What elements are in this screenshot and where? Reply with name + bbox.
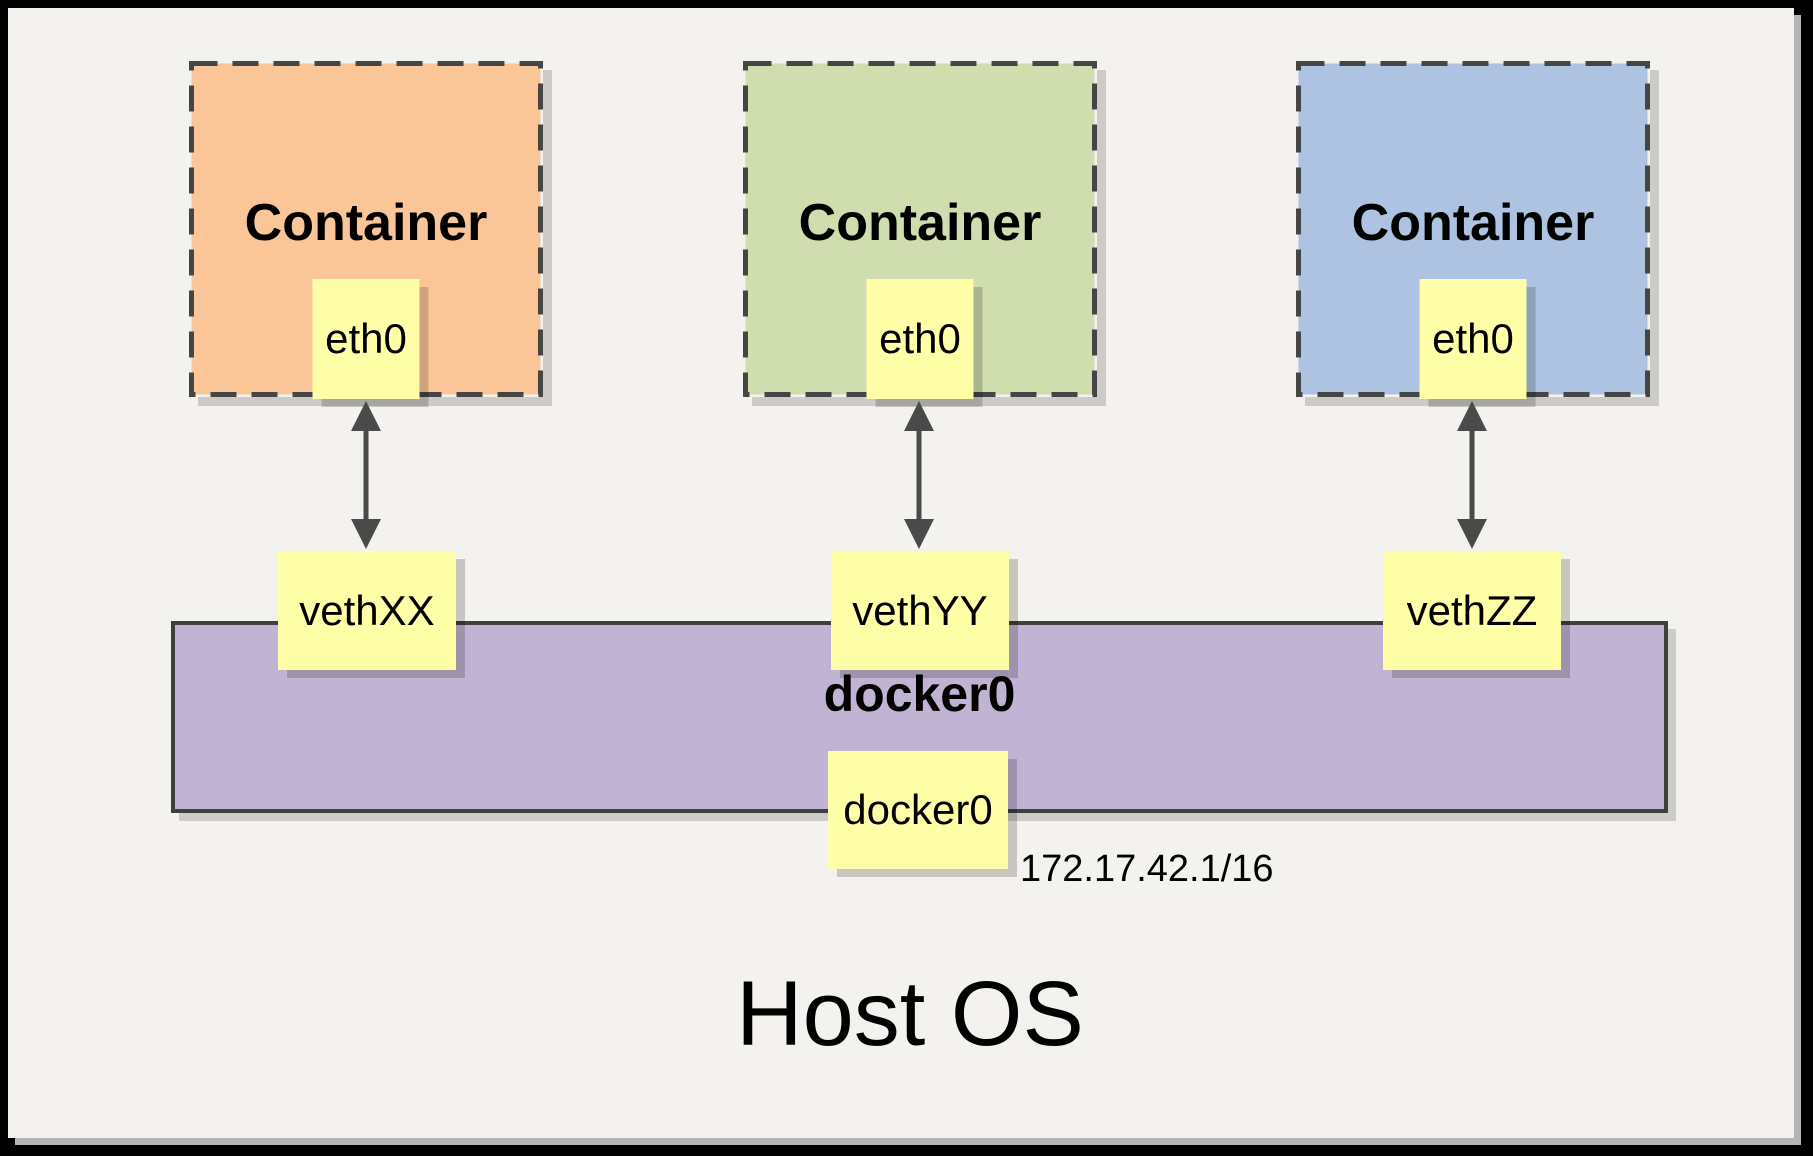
vethxx-box: vethXX bbox=[278, 551, 456, 670]
eth0-label: eth0 bbox=[325, 315, 407, 362]
docker0-interface-box: docker0 bbox=[828, 751, 1008, 869]
vethyy-box: vethYY bbox=[831, 551, 1009, 670]
veth-connection-arrow-2 bbox=[904, 401, 934, 549]
eth0-interface-box-2: eth0 bbox=[866, 279, 974, 399]
container-box-1: Container eth0 bbox=[189, 61, 543, 399]
veth-connection-arrow-3 bbox=[1457, 401, 1487, 549]
container-box-3: Container eth0 bbox=[1296, 61, 1650, 399]
docker0-interface-label: docker0 bbox=[843, 786, 993, 833]
bridge-ip-address: 172.17.42.1/16 bbox=[1020, 848, 1274, 890]
eth0-interface-box-1: eth0 bbox=[312, 279, 420, 399]
vethzz-box: vethZZ bbox=[1383, 551, 1561, 670]
vethzz-label: vethZZ bbox=[1406, 586, 1538, 634]
eth0-label: eth0 bbox=[879, 315, 961, 362]
veth-connection-arrow-1 bbox=[351, 401, 381, 549]
eth0-label: eth0 bbox=[1432, 315, 1514, 362]
host-os-label: Host OS bbox=[736, 963, 1084, 1065]
container-label: Container bbox=[798, 194, 1042, 252]
host-os-panel: Container eth0 Container eth0 Container … bbox=[8, 8, 1794, 1138]
vethxx-label: vethXX bbox=[299, 586, 435, 634]
container-label: Container bbox=[1351, 194, 1595, 252]
container-label: Container bbox=[244, 194, 488, 252]
docker0-bridge-label: docker0 bbox=[823, 666, 1016, 722]
eth0-interface-box-3: eth0 bbox=[1419, 279, 1527, 399]
vethyy-label: vethYY bbox=[852, 586, 988, 634]
container-box-2: Container eth0 bbox=[743, 61, 1097, 399]
